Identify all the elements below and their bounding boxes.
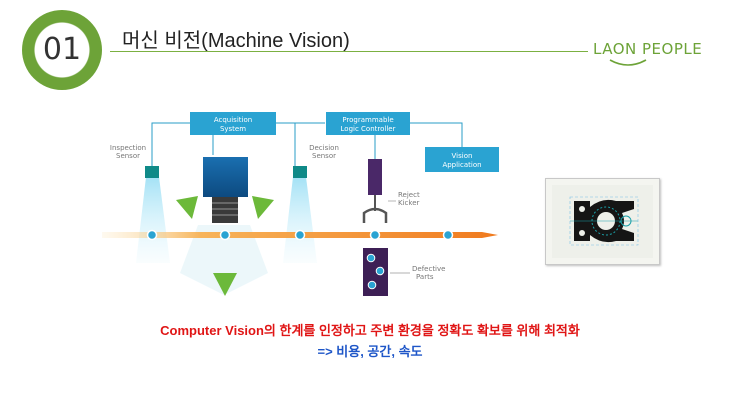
inspection-beam [136, 177, 170, 263]
slide-number-badge: 01 [22, 10, 102, 90]
page-title: 머신 비전(Machine Vision) [122, 30, 350, 52]
caption-sub: => 비용, 공간, 속도 [317, 344, 423, 359]
camera-lens [212, 197, 238, 223]
camera-body [203, 157, 248, 197]
decision-sensor [293, 166, 307, 178]
slide-number: 01 [42, 32, 82, 67]
right-light-icon [252, 196, 274, 219]
plc-label-line1: Programmable [342, 116, 393, 124]
decision-sensor-label-line1: Decision [309, 144, 339, 152]
camera-field-of-view [180, 225, 268, 295]
defective-parts [366, 253, 385, 290]
machine-vision-diagram: Acquisition System Programmable Logic Co… [102, 112, 499, 296]
inspection-result-image [545, 178, 660, 265]
part-inspection-icon [552, 185, 653, 258]
defective-parts-bin [363, 248, 388, 296]
inspection-sensor-label-line1: Inspection [110, 144, 146, 152]
acquisition-system-box [190, 112, 276, 135]
vision-application-box [425, 147, 499, 172]
reject-kicker-body [368, 159, 382, 195]
plc-box [326, 112, 410, 135]
conveyor-parts [146, 229, 454, 241]
defective-parts-label-line1: Defective [412, 265, 445, 273]
inspection-sensor [145, 166, 159, 178]
acquisition-label-line2: System [220, 125, 246, 133]
title-divider [110, 51, 588, 52]
bottom-light-icon [213, 273, 237, 296]
acquisition-label-line1: Acquisition [214, 116, 252, 124]
vision-label-line1: Vision [452, 152, 473, 160]
plc-label-line2: Logic Controller [341, 125, 396, 133]
caption-main: Computer Vision의 한계를 인정하고 주변 환경을 정확도 확보를… [160, 323, 580, 338]
inspection-sensor-label-line2: Sensor [116, 152, 140, 160]
reject-kicker-claw [362, 207, 388, 223]
logo-swoosh-icon [609, 59, 647, 66]
reject-kicker-label-line1: Reject [398, 191, 420, 199]
defective-parts-label-line2: Parts [416, 273, 434, 281]
decision-sensor-label-line2: Sensor [312, 152, 336, 160]
decision-beam [283, 177, 317, 263]
reject-kicker-label-line2: Kicker [398, 199, 419, 207]
left-light-icon [176, 196, 198, 219]
company-logo: LAON PEOPLE [593, 40, 703, 58]
vision-label-line2: Application [442, 161, 481, 169]
